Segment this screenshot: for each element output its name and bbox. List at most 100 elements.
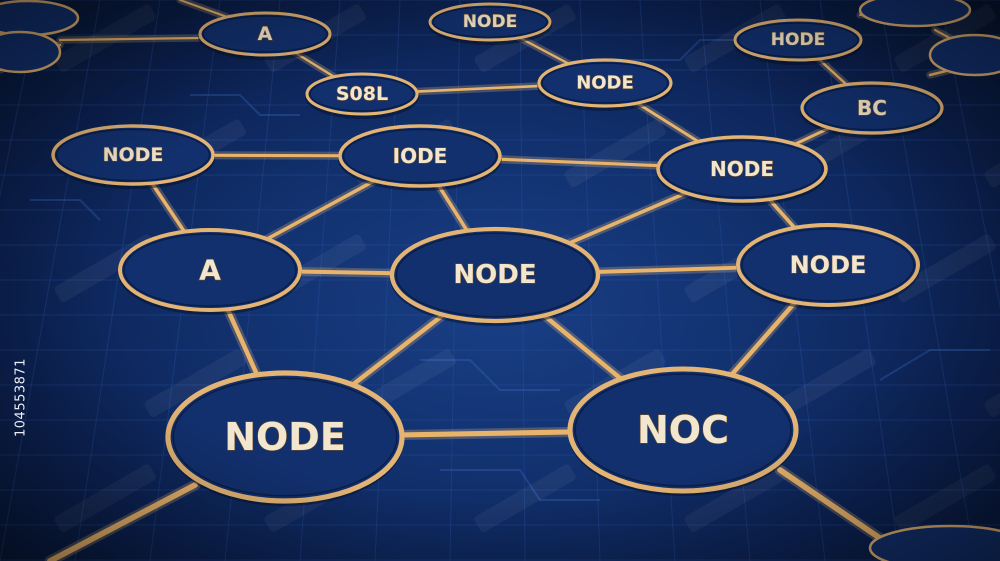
node-label: HODE [771,30,825,50]
watermark-mark [564,119,666,187]
watermark-mark [474,464,576,532]
watermark-mark [894,4,996,72]
node-ring-inner [202,15,328,53]
network-node: NODE [165,370,405,506]
watermark-mark [984,349,1000,417]
watermark-shape [54,464,156,532]
node-ring-inner [541,62,669,104]
network-node: A [198,11,332,60]
node-label: NODE [453,260,536,290]
network-node: NODE [656,135,828,206]
network-node: NODE [736,223,920,310]
node-ring-inner [172,377,398,497]
node-ring [118,228,302,312]
network-node: BC [800,81,944,138]
grid-line [74,0,161,561]
watermark-mark [984,119,1000,187]
circuit-trace [600,39,760,61]
watermark-shape [54,4,156,72]
node-ring [656,135,828,203]
network-node: NODE [428,2,552,45]
node-label: A [199,254,221,287]
watermark-shape [774,349,876,417]
watermark-mark [684,464,786,532]
node-label: NODE [576,73,634,94]
watermark-mark [894,464,996,532]
watermark-mark [54,464,156,532]
watermark-mark [54,4,156,72]
background-circuits [30,39,990,501]
node-ring [389,226,601,324]
network-node: NODE [537,58,673,111]
node-ring [305,72,419,116]
network-node: HODE [733,18,863,65]
partial-node-ring [858,0,972,28]
network-edge [58,36,202,42]
watermark-shape [894,234,996,302]
network-node: NODE [51,124,215,189]
grid-line [0,0,41,198]
partial-node-ring [928,33,1000,77]
network-node: NOC [567,366,799,496]
network-edge [178,0,232,20]
circuit-trace [879,349,990,381]
node-label: NODE [710,157,774,181]
partial-node-ring [0,0,80,37]
circuit-trace [440,469,600,501]
node-label: IODE [393,144,448,168]
circuit-trace [420,359,560,391]
node-ring-inner [741,228,915,302]
partial-node-ring [0,30,62,74]
grid-line [0,0,101,561]
node-ring-inner [574,373,792,487]
network-edge [47,482,198,561]
circuit-trace [30,199,101,221]
node-label: BC [857,96,887,120]
watermark-shape [894,464,996,532]
watermark-mark [894,234,996,302]
node-ring-inner [55,128,211,182]
node-label: NODE [103,144,164,166]
node-ring [165,370,405,504]
watermark-shape [144,349,246,417]
node-label: A [258,23,273,45]
node-label: NODE [463,12,517,32]
network-edge [777,467,893,548]
network-node: NODE [389,226,601,326]
node-ring [537,58,673,108]
node-ring-inner [342,128,498,184]
watermark-mark [144,349,246,417]
watermark-shape [474,464,576,532]
node-ring [338,124,502,188]
node-label: NOC [637,408,729,452]
grid-line [939,0,1000,309]
node-ring-inner [309,76,415,112]
node-ring [736,223,920,307]
node-ring [567,366,799,494]
network-node: A [118,228,302,315]
node-ring-inner [804,85,940,131]
node-ring-inner [737,22,859,58]
node-label: NODE [790,251,867,279]
stock-id-label: 104553871 [13,358,29,437]
watermark-shape [984,349,1000,417]
node-ring-inner [123,233,297,307]
watermark-shape [564,119,666,187]
node-ring [800,81,944,135]
node-ring-inner [432,6,548,38]
node-label: S08L [336,83,388,105]
node-ring-inner [395,232,595,318]
node-label: NODE [224,415,346,459]
network-node: S08L [305,72,419,119]
node-ring [198,11,332,57]
watermark-mark [774,349,876,417]
partial-node-ring [868,524,1000,561]
node-ring-inner [660,139,824,199]
watermark-shape [684,464,786,532]
network-node: IODE [338,124,502,191]
node-ring [733,18,863,62]
circuit-trace [190,94,300,116]
